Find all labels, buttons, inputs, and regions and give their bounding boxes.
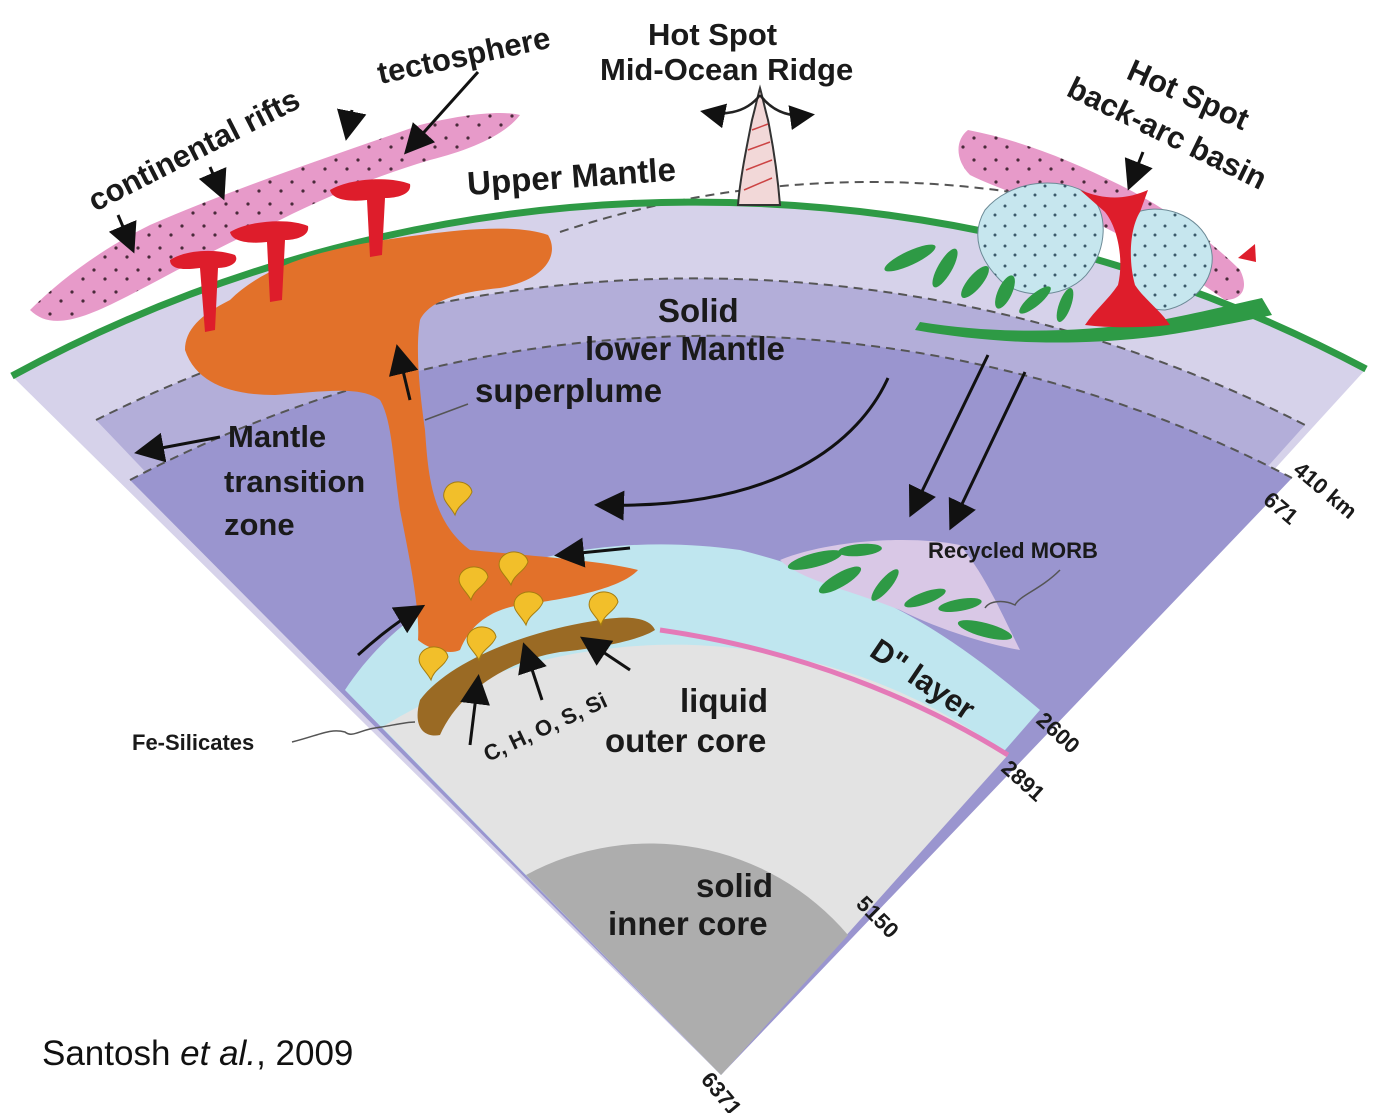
label-inner-core-1: solid bbox=[696, 867, 773, 904]
subducting-slab bbox=[915, 298, 1272, 343]
label-recycled-morb: Recycled MORB bbox=[928, 538, 1098, 563]
continent-left-dots bbox=[30, 113, 520, 321]
label-inner-core-2: inner core bbox=[608, 905, 768, 942]
morb-leader bbox=[984, 569, 1061, 609]
label-fe-silicates: Fe-Silicates bbox=[132, 730, 254, 755]
continental-rift-plumes bbox=[170, 179, 411, 332]
superplume bbox=[185, 228, 638, 652]
label-hot-spot-ridge: Hot Spot bbox=[648, 17, 777, 52]
label-upper-mantle: Upper Mantle bbox=[466, 150, 677, 201]
citation: Santosh et al., 2009 bbox=[42, 1034, 353, 1074]
label-transition-1: Mantle bbox=[228, 419, 326, 454]
boundary-410 bbox=[95, 277, 1306, 426]
boundary-2600 bbox=[559, 181, 1211, 243]
back-arc-hot-spot bbox=[1080, 190, 1170, 328]
depth-6371: 6371 bbox=[696, 1067, 747, 1113]
ridge-hatch bbox=[743, 123, 773, 191]
morb-fragments bbox=[787, 543, 1013, 640]
yellow-blobs bbox=[418, 481, 619, 682]
citation-etal: et al. bbox=[180, 1034, 257, 1073]
citation-year: , 2009 bbox=[256, 1034, 354, 1073]
back-arc-blob-left-dots bbox=[977, 183, 1104, 294]
label-tectosphere: tectosphere bbox=[374, 20, 553, 91]
label-superplume: superplume bbox=[475, 372, 662, 409]
label-mid-ocean-ridge: Mid-Ocean Ridge bbox=[600, 52, 853, 87]
label-outer-core-1: liquid bbox=[680, 682, 768, 719]
core-mantle-boundary bbox=[659, 627, 1010, 758]
superplume-leader bbox=[424, 403, 469, 421]
inner-core-layer bbox=[526, 843, 848, 1075]
flow-arrows bbox=[108, 70, 1153, 746]
slab-fragments bbox=[884, 244, 1074, 323]
label-lower-mantle-1: Solid bbox=[658, 292, 739, 329]
trench-triangle bbox=[1238, 244, 1256, 262]
label-lower-mantle-2: lower Mantle bbox=[585, 330, 785, 367]
label-outer-core-2: outer core bbox=[605, 722, 766, 759]
label-transition-3: zone bbox=[224, 507, 295, 542]
boundary-671 bbox=[129, 334, 1293, 481]
fe-silicates-leader bbox=[291, 721, 416, 743]
citation-author: Santosh bbox=[42, 1034, 171, 1073]
ridge-arrows bbox=[700, 94, 815, 131]
back-arc-blob-right-dots bbox=[1122, 209, 1213, 310]
label-transition-2: transition bbox=[224, 464, 365, 499]
